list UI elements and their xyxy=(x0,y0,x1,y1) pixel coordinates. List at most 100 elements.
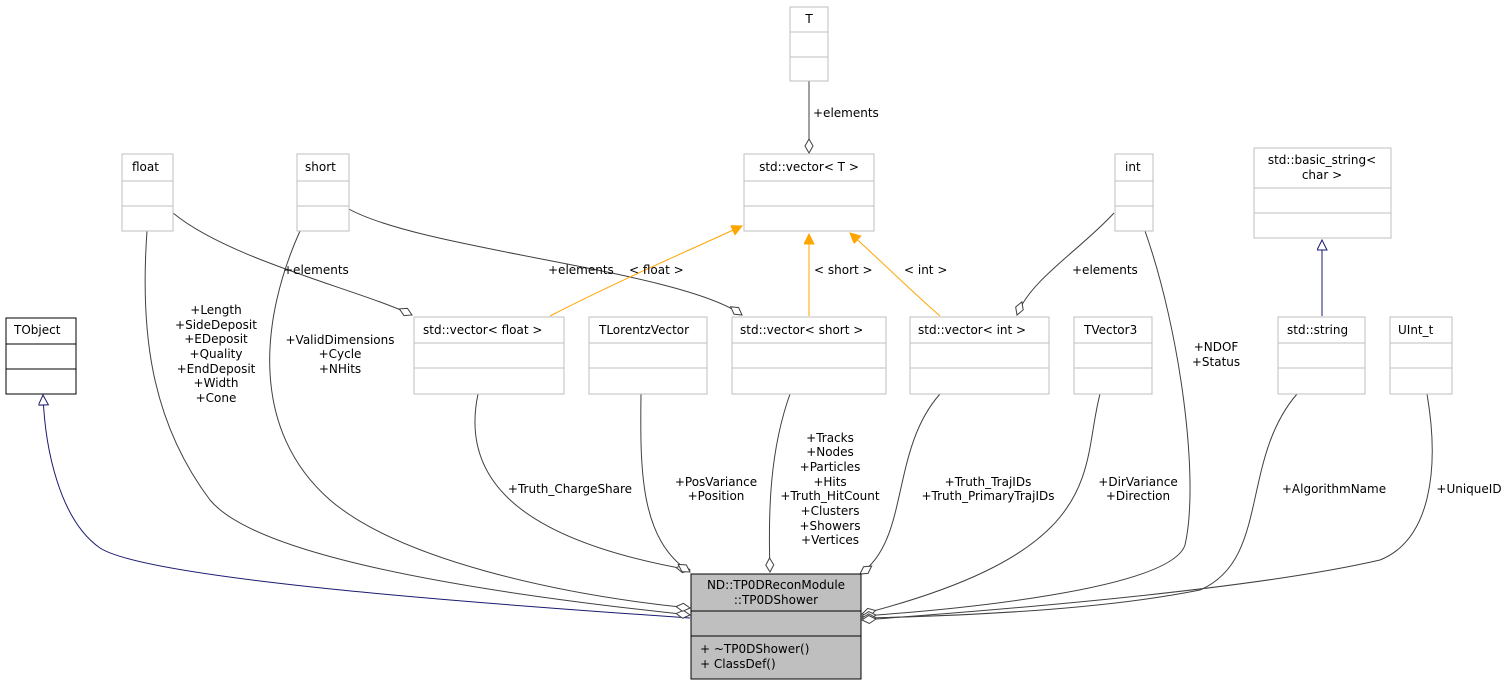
svg-text:+Truth_ChargeShare: +Truth_ChargeShare xyxy=(508,482,632,496)
class-title: UInt_t xyxy=(1398,323,1434,337)
edge-lorentz-members xyxy=(640,393,691,573)
edge-short-members xyxy=(269,230,692,612)
label-int-elements: +elements xyxy=(1072,263,1138,277)
method-classdef: + ClassDef() xyxy=(700,657,776,671)
svg-text:+NHits: +NHits xyxy=(319,362,361,376)
edges xyxy=(43,81,1433,625)
svg-text:+ValidDimensions: +ValidDimensions xyxy=(285,333,394,347)
label-t-elements: +elements xyxy=(813,106,879,120)
class-box-short[interactable]: short xyxy=(296,153,350,232)
svg-text:+AlgorithmName: +AlgorithmName xyxy=(1282,482,1386,496)
class-title: short xyxy=(305,160,336,174)
class-box-tlorentzvector[interactable]: TLorentzVector xyxy=(588,316,708,395)
svg-text:+NDOF: +NDOF xyxy=(1194,340,1239,354)
class-box-basic-string[interactable]: std::basic_string< char > xyxy=(1253,147,1392,239)
edge-tmpl-float xyxy=(549,226,742,317)
class-title: TLorentzVector xyxy=(598,323,689,337)
svg-text:+Vertices: +Vertices xyxy=(801,533,859,547)
edge-uint-members xyxy=(860,393,1433,625)
label-tmpl-float: < float > xyxy=(629,263,684,277)
svg-text:+DirVariance: +DirVariance xyxy=(1098,475,1177,489)
edge-float-elements xyxy=(172,212,413,317)
label-float-members: +Length +SideDeposit +EDeposit +Quality … xyxy=(175,303,257,405)
class-title: std::vector< float > xyxy=(423,323,542,337)
class-box-vector-short[interactable]: std::vector< short > xyxy=(731,316,887,395)
svg-text:+SideDeposit: +SideDeposit xyxy=(175,318,257,332)
method-destructor: + ~TP0DShower() xyxy=(700,642,809,656)
class-title: std::string xyxy=(1287,323,1348,337)
svg-text:+Cone: +Cone xyxy=(196,391,237,405)
svg-text:+Direction: +Direction xyxy=(1106,489,1170,503)
svg-text:+Cycle: +Cycle xyxy=(319,347,362,361)
svg-text:+PosVariance: +PosVariance xyxy=(675,475,757,489)
svg-text:+Truth_HitCount: +Truth_HitCount xyxy=(780,489,879,503)
edge-int-elements xyxy=(1015,212,1115,316)
class-title: int xyxy=(1125,160,1141,174)
svg-text:+Status: +Status xyxy=(1192,355,1240,369)
svg-text:+Width: +Width xyxy=(194,376,239,390)
svg-text:+Tracks: +Tracks xyxy=(806,431,854,445)
svg-text:+UniqueID: +UniqueID xyxy=(1436,482,1501,496)
edge-vector-short-members xyxy=(765,393,791,574)
edge-labels: +elements +elements +elements +elements … xyxy=(175,106,1502,547)
class-title-line1: std::basic_string< xyxy=(1268,153,1376,167)
class-box-tp0dshower[interactable]: ND::TP0DReconModule ::TP0DShower + ~TP0D… xyxy=(690,573,862,680)
class-box-int[interactable]: int xyxy=(1114,153,1154,232)
svg-text:+Truth_TrajIDs: +Truth_TrajIDs xyxy=(945,475,1032,489)
class-box-uint[interactable]: UInt_t xyxy=(1389,316,1453,395)
edge-int-members xyxy=(860,230,1191,621)
svg-text:+Position: +Position xyxy=(688,489,745,503)
label-lorentz-members: +PosVariance +Position xyxy=(675,475,757,503)
class-box-tvector3[interactable]: TVector3 xyxy=(1073,316,1153,395)
label-tvector3-members: +DirVariance +Direction xyxy=(1098,475,1177,503)
class-box-vector-int[interactable]: std::vector< int > xyxy=(909,316,1050,395)
label-vector-int-members: +Truth_TrajIDs +Truth_PrimaryTrajIDs xyxy=(921,475,1054,503)
edge-string-members xyxy=(860,393,1298,623)
class-title: TVector3 xyxy=(1083,323,1137,337)
svg-text:+Clusters: +Clusters xyxy=(801,504,860,518)
edge-tvector3-members xyxy=(861,393,1101,617)
label-uint-members: +UniqueID xyxy=(1436,482,1501,496)
class-title: std::vector< int > xyxy=(918,323,1026,337)
class-title: TObject xyxy=(13,323,61,337)
class-boxes: T std::vector< T > float short i xyxy=(5,6,1453,680)
edge-short-elements xyxy=(346,207,743,316)
svg-text:+Quality: +Quality xyxy=(190,347,243,361)
label-tmpl-int: < int > xyxy=(904,263,947,277)
class-box-vector-float[interactable]: std::vector< float > xyxy=(413,316,565,395)
main-class-title-line1: ND::TP0DReconModule xyxy=(707,578,845,592)
svg-text:+Truth_PrimaryTrajIDs: +Truth_PrimaryTrajIDs xyxy=(921,489,1054,503)
svg-text:+Hits: +Hits xyxy=(813,475,846,489)
label-int-members: +NDOF +Status xyxy=(1192,340,1240,369)
label-float-elements: +elements xyxy=(283,263,349,277)
class-title: float xyxy=(132,160,159,174)
class-title: std::vector< short > xyxy=(740,323,863,337)
svg-text:+Particles: +Particles xyxy=(800,460,861,474)
svg-text:+Showers: +Showers xyxy=(799,519,860,533)
class-title: std::vector< T > xyxy=(759,160,859,174)
class-box-vector-t[interactable]: std::vector< T > xyxy=(743,153,875,232)
class-title: T xyxy=(804,12,813,26)
svg-text:+EndDeposit: +EndDeposit xyxy=(177,362,256,376)
label-vector-float-members: +Truth_ChargeShare xyxy=(508,482,632,496)
edge-tmpl-int xyxy=(850,233,941,317)
label-string-members: +AlgorithmName xyxy=(1282,482,1386,496)
edge-float-members xyxy=(144,230,692,619)
label-short-elements: +elements xyxy=(548,263,614,277)
class-box-tobject[interactable]: TObject xyxy=(5,317,77,395)
class-box-float[interactable]: float xyxy=(121,153,174,232)
edge-vector-int-members xyxy=(859,393,941,575)
class-box-string[interactable]: std::string xyxy=(1277,316,1366,395)
label-vector-short-members: +Tracks +Nodes +Particles +Hits +Truth_H… xyxy=(780,431,879,547)
svg-text:+Length: +Length xyxy=(190,303,241,317)
edge-tobject-inherits xyxy=(43,395,691,619)
main-class-title-line2: ::TP0DShower xyxy=(734,593,818,607)
label-short-members: +ValidDimensions +Cycle +NHits xyxy=(285,333,394,376)
edge-vector-float-members xyxy=(474,393,691,574)
class-title-line2: char > xyxy=(1302,168,1342,182)
svg-text:+Nodes: +Nodes xyxy=(806,445,854,459)
class-box-t[interactable]: T xyxy=(789,6,829,82)
label-tmpl-short: < short > xyxy=(814,263,873,277)
svg-text:+EDeposit: +EDeposit xyxy=(184,332,248,346)
